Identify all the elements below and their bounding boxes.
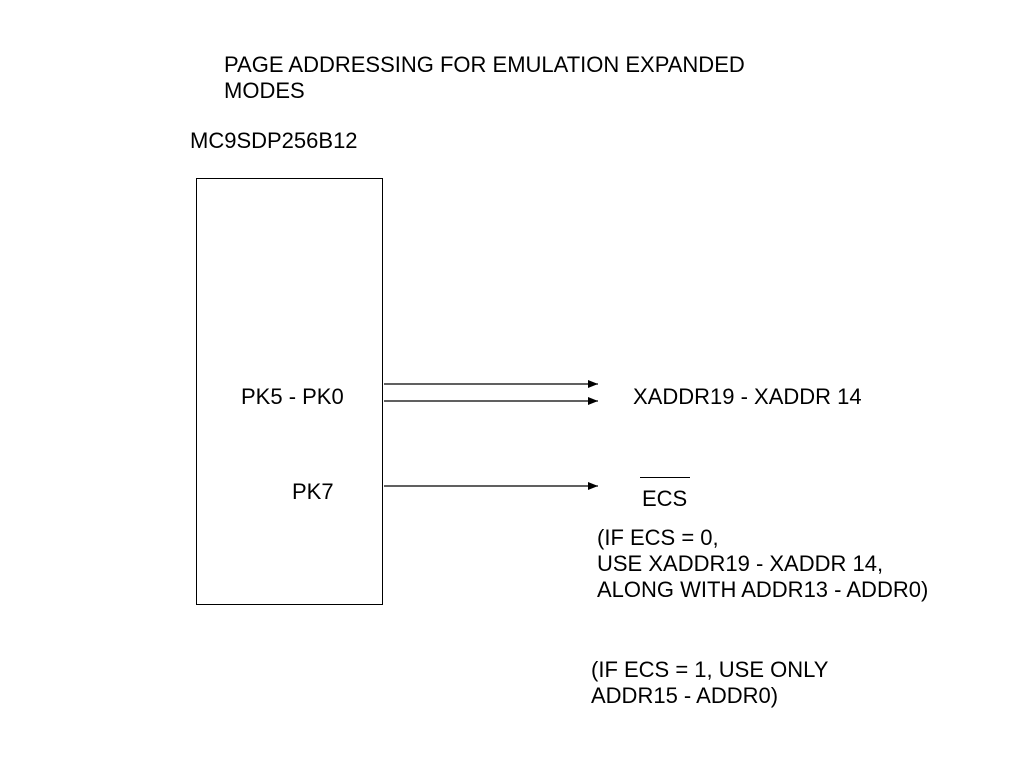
note-ecs-zero-line-2: USE XADDR19 - XADDR 14, [597,551,884,576]
note-ecs-one-line-2: ADDR15 - ADDR0) [591,683,779,708]
note-ecs-one: (IF ECS = 1, USE ONLY ADDR15 - ADDR0) [591,657,828,709]
note-ecs-one-line-1: (IF ECS = 1, USE ONLY [591,657,829,682]
pin-label-pk7: PK7 [292,479,334,504]
note-ecs-zero-line-1: (IF ECS = 0, [597,525,719,550]
pin-label-pk5-pk0: PK5 - PK0 [241,384,344,409]
signal-ecs: ECS [642,486,688,511]
signal-xaddr: XADDR19 - XADDR 14 [633,384,862,409]
note-ecs-zero-line-3: ALONG WITH ADDR13 - ADDR0) [597,577,929,602]
chip-name: MC9SDP256B12 [190,128,358,153]
page-title: PAGE ADDRESSING FOR EMULATION EXPANDED M… [224,52,745,104]
chip-block [196,178,383,605]
ecs-overbar [640,477,690,478]
note-ecs-zero: (IF ECS = 0, USE XADDR19 - XADDR 14, ALO… [597,525,928,603]
title-line-1: PAGE ADDRESSING FOR EMULATION EXPANDED [224,52,745,77]
title-line-2: MODES [224,78,305,103]
